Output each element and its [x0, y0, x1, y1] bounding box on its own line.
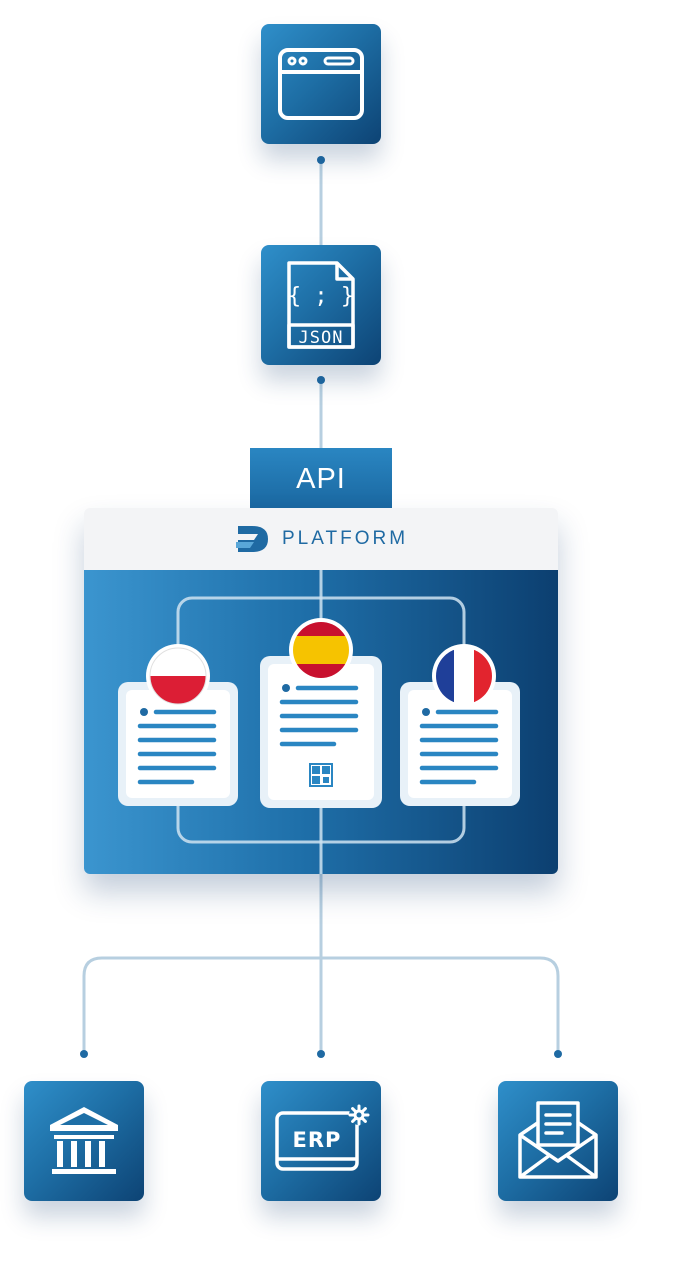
connector-dot: [317, 376, 325, 384]
connector-dot: [554, 1050, 562, 1058]
connector-dot: [317, 1050, 325, 1058]
platform-label: PLATFORM: [282, 528, 409, 549]
connector-dot: [80, 1050, 88, 1058]
document-left: [118, 682, 238, 806]
qr-code-icon: [309, 763, 333, 787]
bank-tile: [24, 1081, 144, 1201]
json-file-icon: { ; } JSON: [287, 261, 355, 349]
erp-window-icon: ERP: [275, 1104, 370, 1171]
browser-window-icon: [278, 48, 364, 120]
france-flag-icon: [432, 644, 496, 708]
browser-tile: [261, 24, 381, 144]
document-right: [400, 682, 520, 806]
json-file-tile: { ; } JSON: [261, 245, 381, 365]
api-tab: API: [250, 448, 392, 510]
erp-tile: ERP: [261, 1081, 381, 1201]
poland-flag-icon: [146, 644, 210, 708]
json-glyph: { ; }: [288, 284, 354, 309]
spain-flag-icon: [289, 618, 353, 682]
bank-icon: [50, 1107, 118, 1174]
platform-graphic: [118, 570, 520, 874]
gear-icon: [348, 1104, 370, 1126]
platform-logo-icon: [236, 526, 268, 552]
connector-dot: [317, 156, 325, 164]
platform-header: [84, 508, 558, 571]
email-tile: [498, 1081, 618, 1201]
erp-label: ERP: [293, 1128, 342, 1152]
json-label: JSON: [299, 328, 344, 348]
envelope-icon: [518, 1101, 598, 1179]
document-center: [260, 656, 382, 808]
api-label: API: [296, 462, 346, 495]
